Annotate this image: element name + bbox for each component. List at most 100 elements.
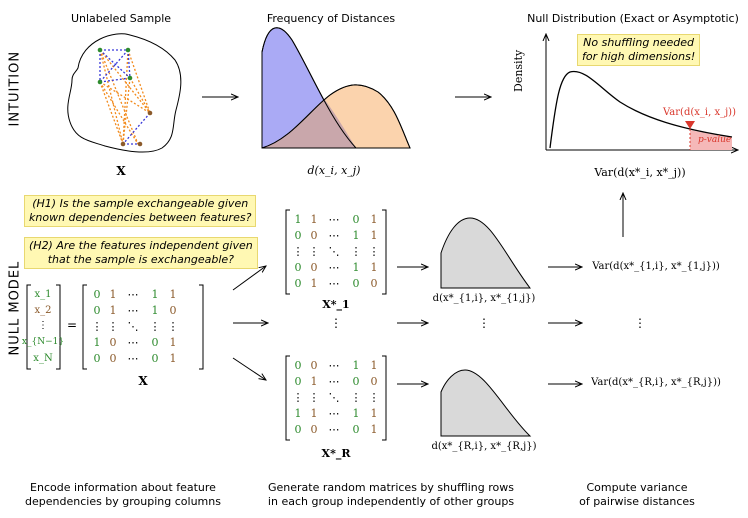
- matrix-mid-vdots: ⋮: [330, 316, 342, 330]
- matrix-x-cell-2-3: ⋮: [150, 320, 161, 333]
- dist-r-label: d(x*_{R,i}, x*_{R,j}): [431, 441, 537, 452]
- matrix-x-cell-0-3: 1: [152, 288, 159, 301]
- matrix-r-label: X*_R: [321, 447, 351, 460]
- equals-sign: =: [67, 318, 78, 332]
- matrix-x-label: X: [138, 374, 148, 388]
- matrix-1-cell-1-2: ⋯: [329, 229, 340, 242]
- matrix-r-cell-2-0: ⋮: [293, 391, 304, 404]
- matrix-r-cell-1-0: 0: [295, 375, 302, 388]
- dist-1-label: d(x*_{1,i}, x*_{1,j}): [432, 293, 536, 304]
- sample-var: X: [116, 164, 126, 178]
- row-label-null-model: NULL MODEL: [7, 260, 23, 356]
- row-label-intuition: INTUITION: [7, 50, 23, 127]
- matrix-1-cell-0-3: 0: [353, 213, 360, 226]
- matrix-r-cell-1-4: 0: [371, 375, 378, 388]
- hypothesis-1: (H1) Is the sample exchangeable given kn…: [24, 195, 257, 227]
- caption-left: Encode information about feature depende…: [25, 481, 221, 509]
- hypothesis-2-line1: (H2) Are the features independent given: [29, 239, 253, 252]
- matrix-r-cell-0-2: ⋯: [329, 359, 340, 372]
- matrix-x-cell-1-2: ⋯: [128, 304, 139, 317]
- sample-title: Unlabeled Sample: [70, 12, 172, 25]
- matrix-x-cell-1-4: 0: [170, 304, 177, 317]
- matrix-x-cell-0-4: 1: [170, 288, 177, 301]
- matrix-x-cell-4-3: 0: [152, 352, 159, 365]
- matrix-x-cell-3-2: ⋯: [128, 336, 139, 349]
- matrix-1-cell-0-0: 1: [295, 213, 302, 226]
- matrix-r-cell-2-1: ⋮: [309, 391, 320, 404]
- hypothesis-1-line1: (H1) Is the sample exchangeable given: [32, 197, 249, 210]
- caption-right: Compute variance of pairwise distances: [579, 481, 695, 509]
- matrix-r-cell-3-4: 1: [371, 407, 378, 420]
- matrix-x-cell-0-2: ⋯: [128, 288, 139, 301]
- freq-xlabel: d(x_i, x_j): [307, 164, 361, 177]
- var-1-label: Var(d(x*_{1,i}, x*_{1,j})): [592, 261, 720, 272]
- matrix-1-cell-3-2: ⋯: [329, 261, 340, 274]
- freq-title: Frequency of Distances: [266, 12, 396, 25]
- matrix-1-cell-4-4: 0: [371, 277, 378, 290]
- matrix-1-cell-1-3: 1: [353, 229, 360, 242]
- pvalue-label: p-value: [698, 135, 732, 145]
- caption-right-line2: of pairwise distances: [579, 495, 695, 508]
- var-r-label: Var(d(x*_{R,i}, x*_{R,j})): [591, 377, 721, 388]
- caption-mid: Generate random matrices by shuffling ro…: [268, 481, 514, 509]
- null-plot: [546, 34, 738, 150]
- matrix-1-cell-3-1: 0: [311, 261, 318, 274]
- freq-overlap: [262, 100, 356, 148]
- arrow-x-to-m1: [232, 266, 266, 291]
- matrix-x-cell-4-4: 1: [170, 352, 177, 365]
- matrix-r-cell-4-1: 0: [311, 423, 318, 436]
- matrix-1-cell-4-0: 0: [295, 277, 302, 290]
- matrix-x-cell-4-1: 0: [110, 352, 117, 365]
- matrix-1-cell-2-1: ⋮: [309, 245, 320, 258]
- matrix-1-cell-2-0: ⋮: [293, 245, 304, 258]
- matrix-r-brackets: [285, 355, 387, 441]
- matrix-r-cell-2-2: ⋱: [329, 391, 340, 404]
- matrix-x-brackets: [82, 284, 204, 370]
- null-xlabel: Var(d(x*_i, x*_j)): [594, 166, 686, 179]
- matrix-r-cell-3-0: 1: [295, 407, 302, 420]
- matrix-x-cell-2-2: ⋱: [128, 320, 139, 333]
- matrix-x-cell-2-4: ⋮: [168, 320, 179, 333]
- matrix-r-cell-0-3: 1: [353, 359, 360, 372]
- matrix-1-cell-0-4: 1: [371, 213, 378, 226]
- caption-mid-line1: Generate random matrices by shuffling ro…: [268, 481, 514, 494]
- arrow-x-to-mr: [232, 357, 266, 380]
- matrix-x-cell-4-2: ⋯: [128, 352, 139, 365]
- matrix-1-cell-3-3: 1: [353, 261, 360, 274]
- matrix-1-cell-4-2: ⋯: [329, 277, 340, 290]
- matrix-x-cell-1-0: 0: [94, 304, 101, 317]
- vector-entry-5: x_N: [33, 353, 53, 364]
- matrix-r-cell-3-1: 1: [311, 407, 318, 420]
- matrix-r-cell-3-2: ⋯: [329, 407, 340, 420]
- matrix-r-cell-1-3: 0: [353, 375, 360, 388]
- pvalue-region: [690, 130, 732, 150]
- vector-entry-2: x_2: [34, 305, 52, 316]
- matrix-r-cell-0-4: 1: [371, 359, 378, 372]
- vector-entry-1: x_1: [34, 289, 52, 300]
- matrix-r-cell-2-3: ⋮: [351, 391, 362, 404]
- matrix-x-cell-3-3: 0: [152, 336, 159, 349]
- matrix-r-cell-1-2: ⋯: [329, 375, 340, 388]
- vector-brackets: [26, 284, 61, 370]
- matrix-x-cell-0-0: 0: [94, 288, 101, 301]
- matrix-x-cell-3-1: 0: [110, 336, 117, 349]
- matrix-x-cell-2-1: ⋮: [108, 320, 119, 333]
- matrix-x-cell-2-0: ⋮: [92, 320, 103, 333]
- matrix-1-cell-1-0: 0: [295, 229, 302, 242]
- matrix-1-cell-3-0: 0: [295, 261, 302, 274]
- matrix-r-cell-4-4: 1: [371, 423, 378, 436]
- matrix-r-cell-0-1: 0: [311, 359, 318, 372]
- hypothesis-2-line2: that the sample is exchangeable?: [47, 253, 235, 266]
- sample-blob: [67, 33, 182, 153]
- matrix-r-cell-1-1: 1: [311, 375, 318, 388]
- matrix-x-cell-1-1: 1: [110, 304, 117, 317]
- matrix-1-cell-2-3: ⋮: [351, 245, 362, 258]
- matrix-r-cell-4-2: ⋯: [329, 423, 340, 436]
- var-mid-vdots: ⋮: [634, 316, 646, 330]
- dist-1-shape: [440, 217, 532, 289]
- matrix-1-cell-0-1: 1: [311, 213, 318, 226]
- matrix-r-cell-4-3: 0: [353, 423, 360, 436]
- matrix-x-cell-3-0: 1: [94, 336, 101, 349]
- matrix-1-cell-2-4: ⋮: [369, 245, 380, 258]
